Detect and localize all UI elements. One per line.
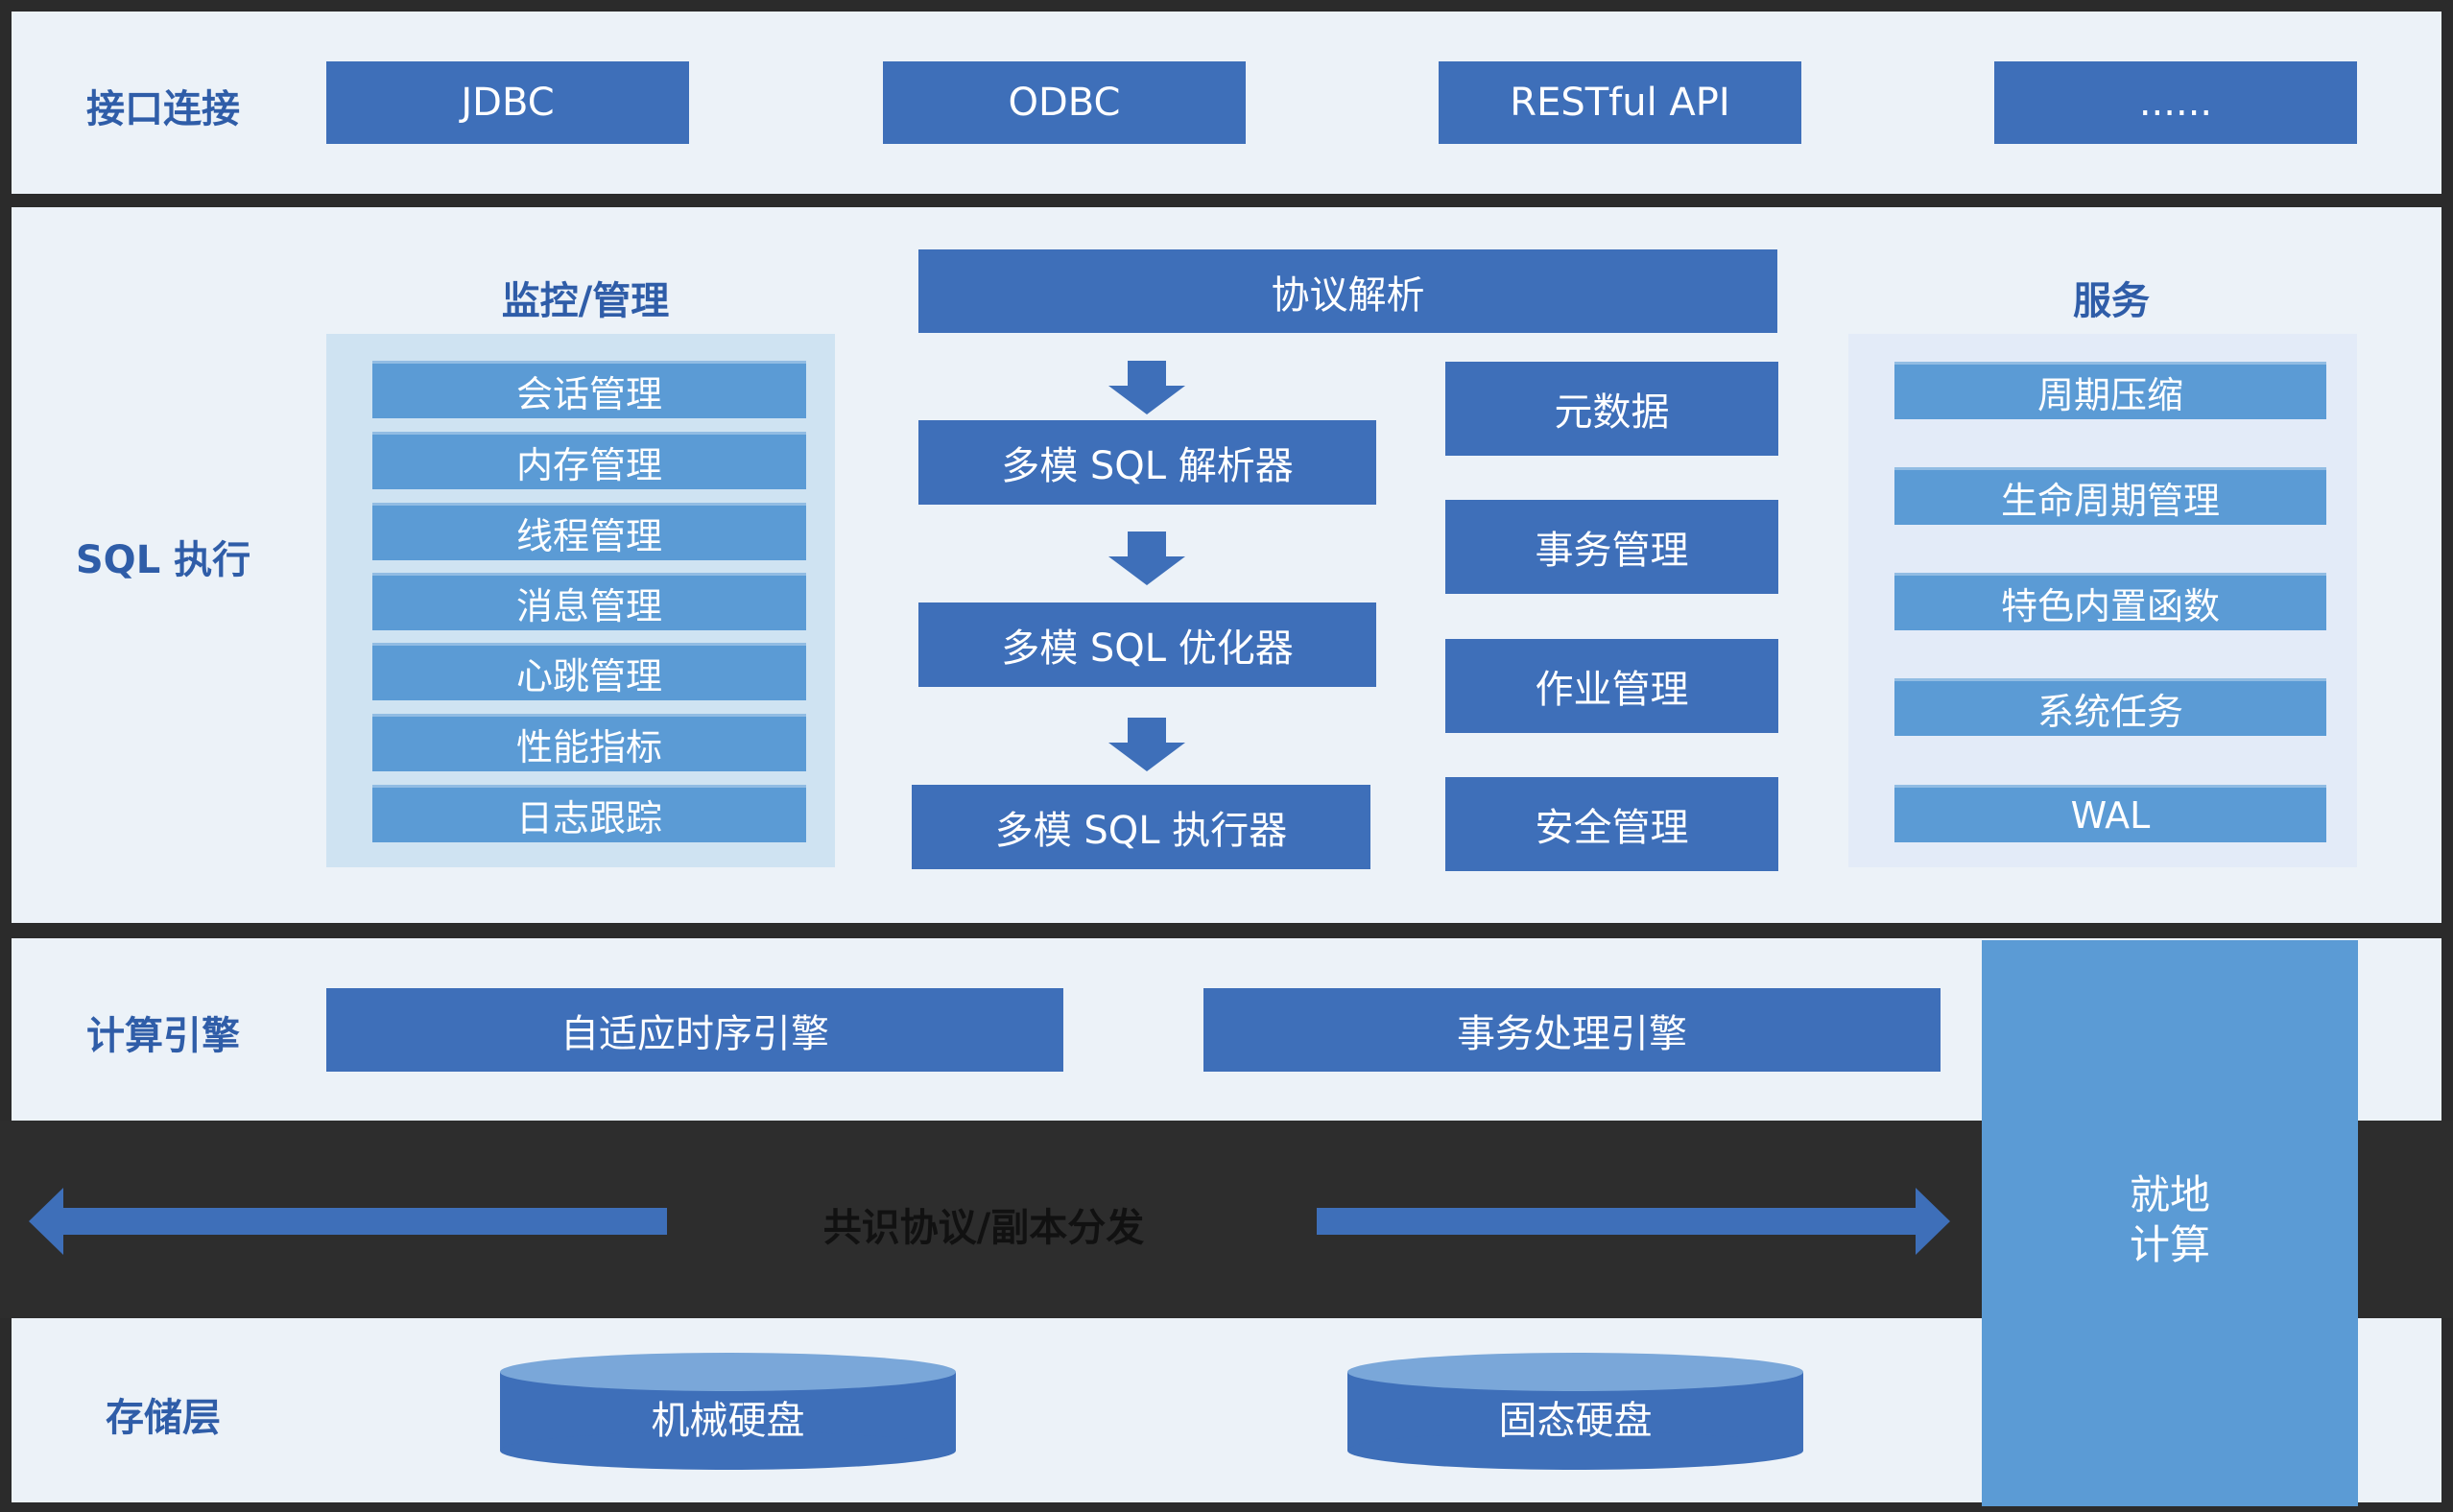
sql-parser-box: 多模 SQL 解析器 [918,420,1376,505]
down-arrow-icon [1108,718,1185,771]
service-item-system-tasks: 系统任务 [1894,678,2326,736]
compute-layer-label: 计算引擎 [86,1014,240,1058]
hdd-disk-icon: 机械硬盘 [500,1353,956,1470]
protocol-parse-box: 协议解析 [918,249,1777,333]
right-arrow-icon [1317,1188,1950,1255]
monitor-panel-title: 监控/管理 [501,279,670,323]
jdbc-box: JDBC [326,61,689,144]
down-arrow-icon [1108,361,1185,414]
odbc-box: ODBC [883,61,1246,144]
restful-api-box: RESTful API [1439,61,1801,144]
service-item-periodic-compression: 周期压缩 [1894,362,2326,419]
service-item-wal: WAL [1894,785,2326,842]
down-arrow-icon [1108,532,1185,585]
interface-layer-label: 接口连接 [86,87,240,131]
sql-optimizer-box: 多模 SQL 优化器 [918,602,1376,687]
sql-layer-label: SQL 执行 [75,538,251,582]
hdd-label: 机械硬盘 [651,1398,805,1443]
sql-executor-box: 多模 SQL 执行器 [912,785,1370,869]
local-compute-column [1982,940,2358,1506]
left-arrow-icon [29,1188,667,1255]
local-compute-label: 就地 计算 [2129,1171,2210,1268]
adaptive-ts-engine-box: 自适应时序引擎 [326,988,1063,1072]
monitor-item-heartbeat: 心跳管理 [372,643,806,700]
monitor-item-session: 会话管理 [372,361,806,418]
monitor-item-log-trace: 日志跟踪 [372,785,806,842]
ssd-disk-icon: 固态硬盘 [1347,1353,1803,1470]
security-mgmt-box: 安全管理 [1445,777,1778,871]
service-item-builtin-functions: 特色内置函数 [1894,573,2326,630]
transaction-engine-box: 事务处理引擎 [1203,988,1941,1072]
consensus-label: 共识协议/副本分发 [822,1206,1145,1250]
monitor-item-thread: 线程管理 [372,503,806,560]
monitor-item-memory: 内存管理 [372,432,806,489]
job-mgmt-box: 作业管理 [1445,639,1778,733]
more-interfaces-box: ...... [1994,61,2357,144]
service-item-lifecycle: 生命周期管理 [1894,467,2326,525]
monitor-item-message: 消息管理 [372,573,806,630]
ssd-label: 固态硬盘 [1498,1398,1653,1443]
storage-layer-label: 存储层 [106,1396,221,1440]
service-panel-title: 服务 [2073,279,2150,323]
metadata-box: 元数据 [1445,362,1778,456]
monitor-item-metrics: 性能指标 [372,714,806,771]
transaction-mgmt-box: 事务管理 [1445,500,1778,594]
